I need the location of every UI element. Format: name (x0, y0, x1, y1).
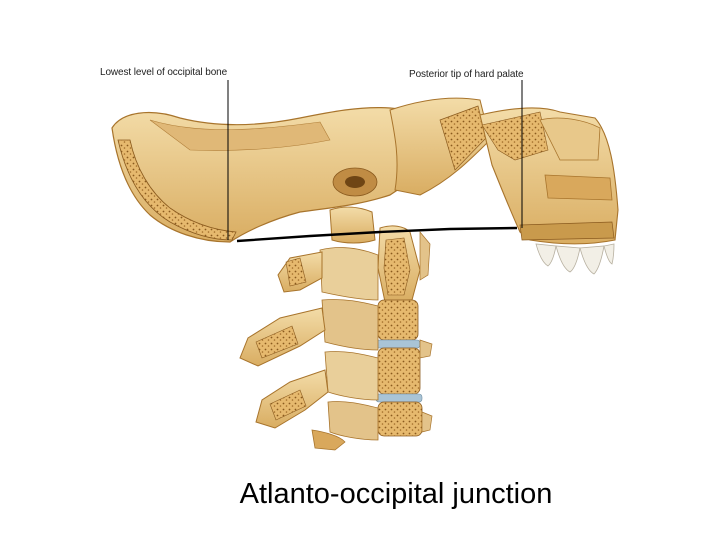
lateral-masses (419, 231, 433, 433)
vertebral-arches (311, 247, 379, 451)
label-lowest-occipital: Lowest level of occipital bone (100, 67, 228, 78)
label-hard-palate: Posterior tip of hard palate (409, 69, 524, 80)
slide-title: Atlanto-occipital junction (239, 478, 553, 510)
spinous-processes (239, 251, 329, 429)
occipital-bone (111, 107, 456, 243)
teeth (535, 243, 615, 275)
clivus (389, 97, 491, 196)
maxilla (479, 107, 619, 245)
reference-lines (227, 80, 523, 243)
cervical-vertebral-bodies (375, 299, 423, 437)
occipital-palatal-line (236, 226, 518, 243)
